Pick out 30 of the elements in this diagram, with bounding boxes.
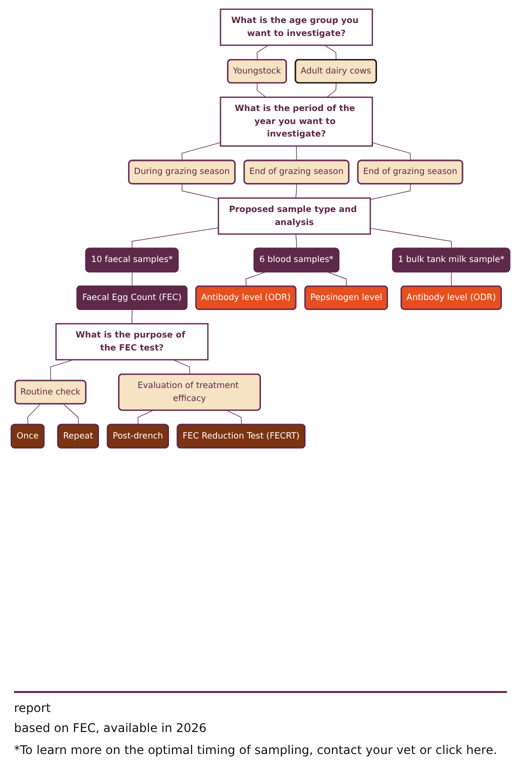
connector (324, 44, 336, 60)
footnote-text: *To learn more on the optimal timing of sampling, contact your vet or click here. (14, 743, 498, 757)
connector (256, 44, 269, 60)
connector (226, 410, 242, 426)
connector (138, 410, 154, 426)
connector (132, 272, 133, 287)
connector (27, 404, 41, 426)
connector (326, 82, 336, 98)
connector (256, 82, 266, 98)
connector (172, 359, 190, 375)
connector (296, 146, 298, 162)
connector (182, 142, 221, 162)
connector (450, 272, 452, 287)
node-box: What is the period of the year you want to investigate? (220, 96, 373, 147)
node-box: What is the age group you want to investigate? (220, 8, 373, 46)
connector (296, 234, 298, 250)
node-box: Proposed sample type and analysis (218, 197, 371, 235)
connector (132, 228, 219, 250)
connector (296, 184, 298, 198)
connector (132, 309, 133, 324)
connector (246, 272, 266, 287)
node-box: What is the purpose of the FEC test? (55, 323, 209, 360)
note-text: report (14, 701, 52, 715)
connector (370, 184, 411, 200)
connector (372, 142, 411, 162)
connector (63, 404, 79, 426)
connector (370, 228, 452, 250)
connector (327, 272, 347, 287)
connector (182, 184, 219, 200)
note-text: based on FEC, available in 2026 (14, 721, 208, 735)
